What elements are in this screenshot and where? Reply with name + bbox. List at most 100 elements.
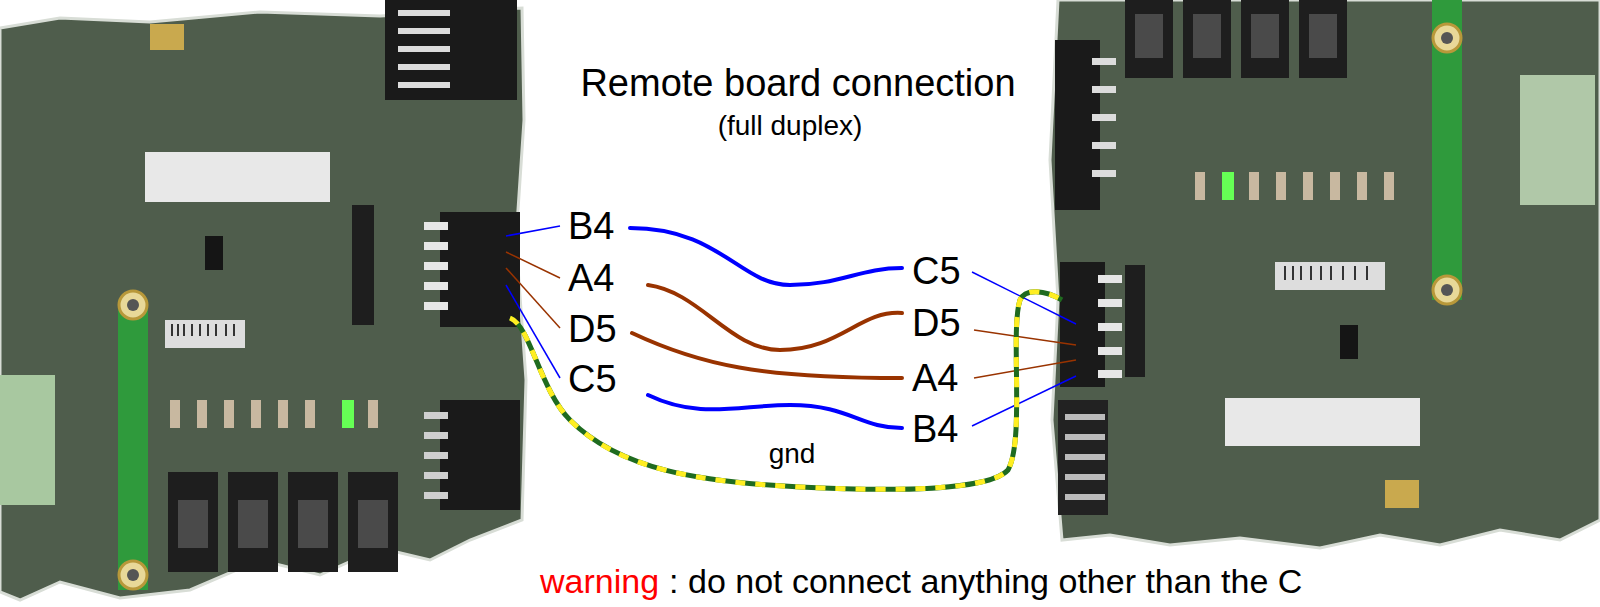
pin-name: C5 xyxy=(912,250,961,294)
blue-wire xyxy=(648,395,902,428)
connector-pins xyxy=(1065,414,1105,500)
switch xyxy=(1193,14,1221,58)
pin xyxy=(1092,114,1116,121)
switch xyxy=(1299,0,1347,78)
pin xyxy=(1098,299,1122,307)
switch xyxy=(1309,14,1337,58)
diagram-title: Remote board connection xyxy=(580,62,1015,106)
pin xyxy=(424,472,448,479)
pin xyxy=(398,82,450,88)
led-row xyxy=(170,400,378,428)
led xyxy=(1303,172,1313,200)
pin-name: C5 xyxy=(568,358,617,402)
switch xyxy=(228,472,278,572)
led xyxy=(224,400,234,428)
blue-wire xyxy=(630,228,902,285)
switch xyxy=(348,472,398,572)
leader-line xyxy=(974,330,1076,345)
led xyxy=(368,400,378,428)
bar xyxy=(1330,266,1332,280)
led xyxy=(170,400,180,428)
pin-name: D5 xyxy=(568,308,617,352)
bar xyxy=(1300,266,1302,280)
led xyxy=(305,400,315,428)
bar xyxy=(233,324,235,336)
pin-header xyxy=(352,205,374,325)
bar xyxy=(225,324,227,336)
bottom-connector xyxy=(440,400,520,510)
pin xyxy=(398,28,450,34)
leader-line xyxy=(506,226,560,236)
mount-hole xyxy=(1441,32,1453,44)
led xyxy=(342,400,354,428)
pin xyxy=(1065,494,1105,500)
jumper xyxy=(1340,325,1358,359)
pin-name: A4 xyxy=(568,257,614,301)
bar xyxy=(215,324,217,336)
barcode-label xyxy=(1275,262,1385,290)
pin xyxy=(424,242,448,250)
led-row xyxy=(1195,172,1394,200)
left-board xyxy=(0,0,526,600)
wires xyxy=(630,228,902,428)
ground-wire xyxy=(510,292,1062,490)
pin-name: B4 xyxy=(912,408,958,452)
pin xyxy=(424,282,448,290)
leader-line xyxy=(506,285,560,378)
top-connector xyxy=(1055,40,1100,210)
switch xyxy=(178,500,208,548)
switch xyxy=(238,500,268,548)
warning-note: : do not connect anything other than the… xyxy=(669,562,1302,601)
pin xyxy=(398,64,450,70)
switch xyxy=(1241,0,1289,78)
connector-pins xyxy=(398,10,450,88)
white-label xyxy=(145,152,330,202)
pin xyxy=(1065,474,1105,480)
mount-hole xyxy=(1433,24,1461,52)
right-board xyxy=(1050,0,1600,548)
wire-label: gnd xyxy=(769,438,816,470)
led xyxy=(1330,172,1340,200)
bar xyxy=(1284,266,1286,280)
bar xyxy=(191,324,193,336)
subtitle: (full duplex) xyxy=(718,110,863,142)
led xyxy=(197,400,207,428)
pin xyxy=(424,432,448,439)
connector-pins xyxy=(424,412,448,499)
switches xyxy=(168,472,398,572)
switch xyxy=(1135,14,1163,58)
led xyxy=(1222,172,1234,200)
leader-line xyxy=(974,360,1076,378)
led xyxy=(1249,172,1259,200)
pin-name: B4 xyxy=(568,205,614,249)
pin xyxy=(1092,58,1116,65)
switch xyxy=(1183,0,1231,78)
barcode xyxy=(172,324,234,336)
pin xyxy=(1065,454,1105,460)
barcode-label xyxy=(165,320,245,348)
mount-hole xyxy=(119,561,147,589)
pin xyxy=(1092,170,1116,177)
white-label xyxy=(1225,398,1420,446)
pin xyxy=(398,46,450,52)
pin xyxy=(1098,370,1122,378)
bar xyxy=(1342,266,1344,280)
switch xyxy=(288,472,338,572)
pin-name: D5 xyxy=(912,302,961,346)
pin xyxy=(1065,414,1105,420)
led xyxy=(1357,172,1367,200)
pin-name: A4 xyxy=(912,357,958,401)
coax-connector xyxy=(1385,480,1419,508)
warning-word: warning xyxy=(540,562,659,601)
coax-connector xyxy=(150,24,184,50)
led xyxy=(251,400,261,428)
connector-pins xyxy=(1092,58,1116,177)
mount-hole xyxy=(119,291,147,319)
connector-pins xyxy=(424,222,448,310)
screen xyxy=(0,375,55,505)
leader-line xyxy=(506,252,560,278)
green-bar xyxy=(1432,0,1462,300)
pin-header xyxy=(1125,265,1145,377)
pin xyxy=(424,492,448,499)
pin xyxy=(1092,86,1116,93)
